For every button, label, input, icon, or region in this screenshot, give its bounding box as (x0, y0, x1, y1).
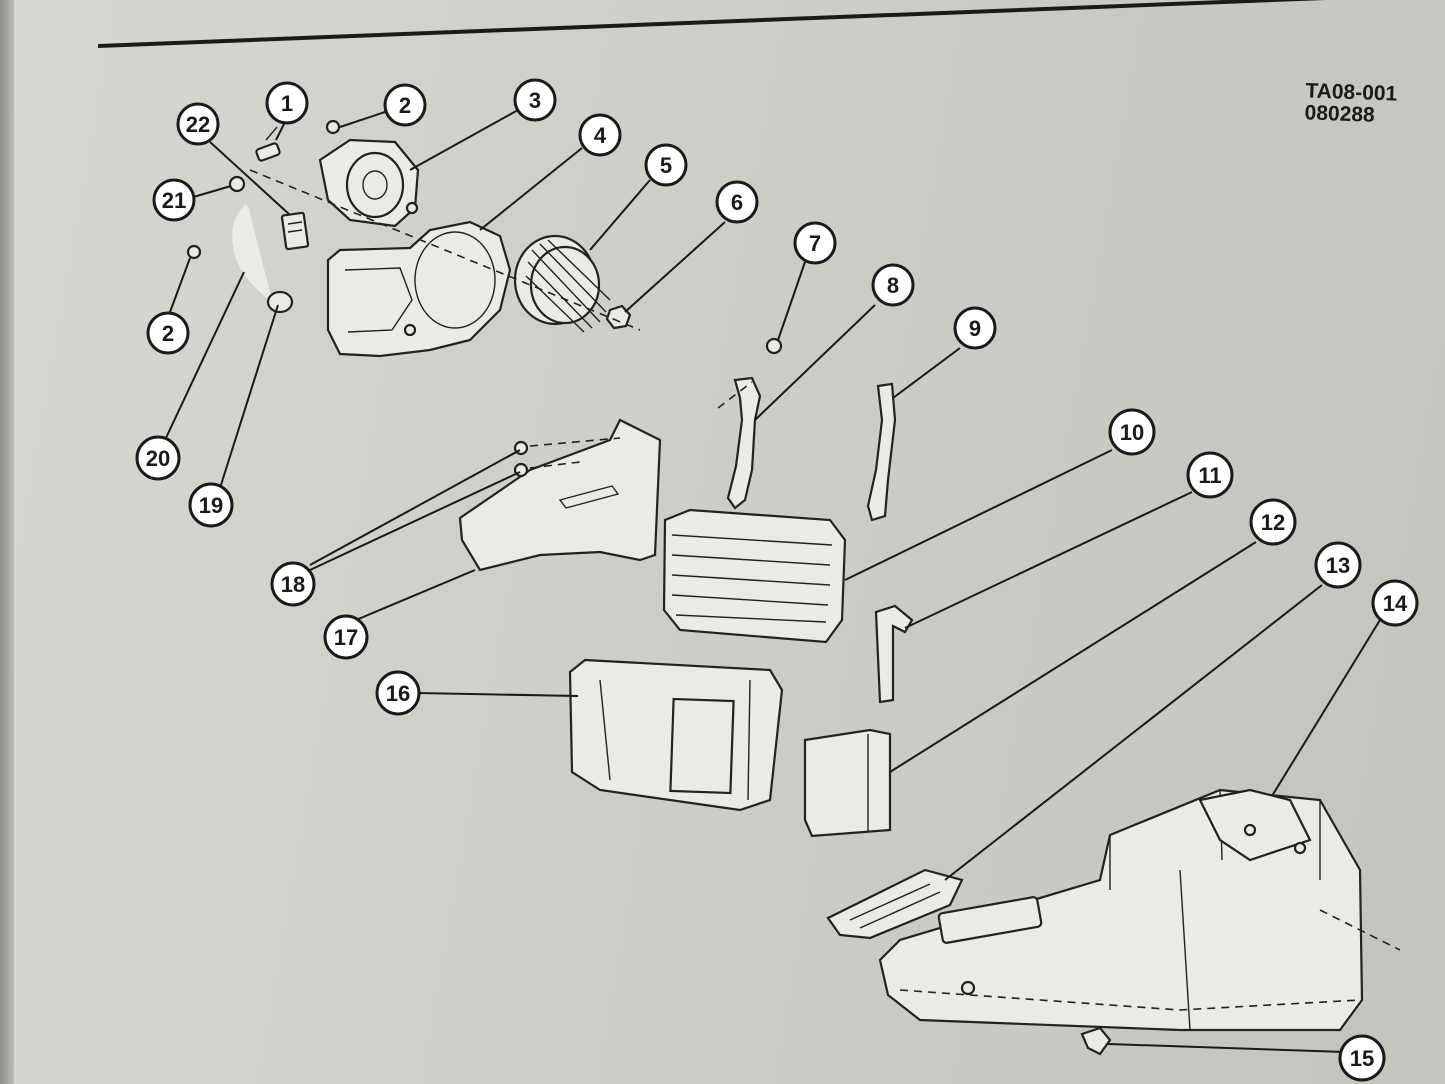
assembly-axis-line (249, 169, 641, 331)
part-8-bracket (717, 376, 762, 510)
svg-text:2: 2 (162, 321, 174, 346)
part-14-main-case (878, 788, 1401, 1032)
part-11-drain-tube (874, 604, 914, 704)
svg-text:11: 11 (1198, 463, 1221, 488)
top-rule-line (98, 0, 1326, 48)
callout-18: 18 (270, 561, 316, 607)
page-binding-edge (0, 0, 14, 1084)
callout-3: 3 (513, 78, 557, 122)
callout-7: 7 (793, 221, 837, 265)
leader-lines (164, 109, 1381, 1053)
svg-text:19: 19 (199, 493, 223, 518)
callout-13: 13 (1314, 541, 1362, 589)
part-3-blower-motor (318, 138, 420, 228)
svg-text:18: 18 (281, 572, 305, 597)
svg-text:8: 8 (887, 273, 899, 298)
callout-11: 11 (1186, 451, 1234, 499)
part-15-clip (1080, 1026, 1112, 1056)
callout-10: 10 (1108, 408, 1156, 456)
part-7-screw (765, 337, 783, 355)
part-6-nut (605, 304, 632, 330)
part-9-bracket (866, 382, 897, 522)
callout-21: 21 (152, 178, 196, 222)
svg-text:16: 16 (386, 681, 410, 706)
svg-text:12: 12 (1261, 510, 1285, 535)
part-16-lower-case (568, 658, 784, 812)
svg-text:17: 17 (334, 625, 358, 650)
callout-16: 16 (375, 670, 421, 716)
part-21-screw (228, 175, 246, 193)
part-4-blower-case (326, 220, 512, 358)
svg-text:5: 5 (660, 153, 672, 178)
svg-text:4: 4 (594, 123, 607, 148)
callout-2-lower: 2 (146, 311, 190, 355)
callout-22: 22 (176, 102, 220, 146)
part-20-19-drain-hose (232, 204, 294, 314)
part-13-valve-door (826, 868, 964, 940)
callout-20: 20 (135, 435, 181, 481)
part-17-cover-plate (458, 418, 662, 572)
svg-text:21: 21 (162, 188, 186, 213)
svg-text:20: 20 (146, 446, 170, 471)
callout-8: 8 (871, 263, 915, 307)
callout-19: 19 (188, 482, 234, 528)
callout-14: 14 (1371, 579, 1419, 627)
callout-9: 9 (953, 306, 997, 350)
callout-1: 1 (265, 81, 309, 125)
part-18-screws (513, 440, 529, 478)
part-1-bolt (255, 126, 281, 162)
svg-text:1: 1 (281, 91, 293, 116)
svg-text:6: 6 (731, 190, 743, 215)
svg-text:15: 15 (1350, 1046, 1374, 1071)
callout-15: 15 (1338, 1034, 1386, 1082)
part-10-evaporator-core (662, 508, 847, 644)
callout-12: 12 (1249, 498, 1297, 546)
callout-2-upper: 2 (383, 83, 427, 127)
svg-text:10: 10 (1120, 420, 1144, 445)
svg-text:7: 7 (809, 231, 821, 256)
callout-17: 17 (323, 614, 369, 660)
part-5-blower-wheel (513, 234, 611, 333)
svg-text:9: 9 (969, 316, 981, 341)
svg-text:13: 13 (1326, 553, 1350, 578)
part-22-resistor-connector (280, 211, 310, 251)
svg-text:2: 2 (399, 93, 411, 118)
callout-6: 6 (715, 180, 759, 224)
part-2-screw-upper (325, 119, 341, 135)
part-12-door (803, 728, 892, 838)
svg-text:3: 3 (529, 88, 541, 113)
part-2-screw-lower (186, 244, 202, 260)
callout-4: 4 (578, 113, 622, 157)
svg-text:14: 14 (1383, 591, 1408, 616)
callout-5: 5 (644, 143, 688, 187)
svg-text:22: 22 (186, 112, 210, 137)
